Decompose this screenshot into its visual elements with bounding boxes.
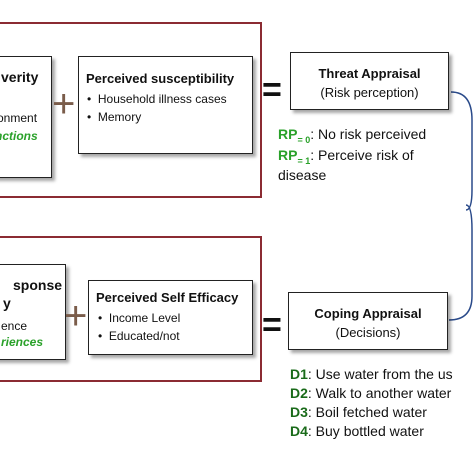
decision-3: D3: Boil fetched water [290, 404, 427, 420]
decisions-list: D1: Use water from the us D2: Walk to an… [290, 365, 474, 441]
susceptibility-bullet-2: • Memory [87, 110, 142, 124]
perceived-response-box: sponse y ence riences [0, 264, 66, 360]
decision-4: D4: Buy bottled water [290, 423, 424, 439]
coping-appraisal-box: Coping Appraisal (Decisions) [288, 292, 448, 350]
rp-continuation: disease [278, 167, 327, 183]
self-efficacy-bullet-2: • Educated/not [98, 329, 180, 343]
perceived-severity-line1: onment [0, 111, 38, 125]
rp-line-1: RP= 1: Perceive risk of [278, 147, 414, 166]
perceived-susceptibility-title: Perceived susceptibility [86, 71, 235, 86]
top-plus-sign: + [52, 82, 76, 126]
rp-tag-1: RP= 1 [278, 147, 311, 166]
perceived-severity-title: verity [1, 69, 39, 85]
bottom-plus-sign: + [64, 294, 88, 338]
self-efficacy-bullet-1: • Income Level [98, 311, 181, 325]
coping-appraisal-subtitle: (Decisions) [335, 325, 401, 340]
rp-tag-0: RP= 0 [278, 126, 311, 145]
bottom-equals-sign: = [262, 306, 282, 344]
threat-appraisal-subtitle: (Risk perception) [320, 85, 419, 100]
rp-line-0: RP= 0: No risk perceived [278, 126, 427, 145]
bottom-group-frame [0, 236, 262, 382]
decision-1: D1: Use water from the us [290, 366, 453, 382]
perceived-response-line2: riences [1, 335, 44, 349]
coping-appraisal-title: Coping Appraisal [314, 306, 422, 321]
top-equals-sign: = [262, 71, 282, 109]
threat-appraisal-title: Threat Appraisal [318, 66, 421, 81]
perceived-self-efficacy-title: Perceived Self Efficacy [96, 290, 239, 305]
decision-2: D2: Walk to another water [290, 385, 452, 401]
perceived-self-efficacy-box: Perceived Self Efficacy • Income Level •… [88, 280, 253, 355]
perceived-severity-line2: nctions [0, 129, 38, 143]
perceived-susceptibility-box: Perceived susceptibility • Household ill… [78, 56, 253, 154]
perceived-severity-box: verity onment nctions [0, 56, 52, 178]
perceived-response-title-1: sponse [13, 277, 63, 293]
perceived-response-title-2: y [3, 295, 11, 311]
perceived-response-line1: ence [1, 319, 28, 333]
susceptibility-bullet-1: • Household illness cases [87, 92, 227, 106]
threat-appraisal-box: Threat Appraisal (Risk perception) [290, 52, 449, 110]
top-group-frame [0, 22, 262, 198]
